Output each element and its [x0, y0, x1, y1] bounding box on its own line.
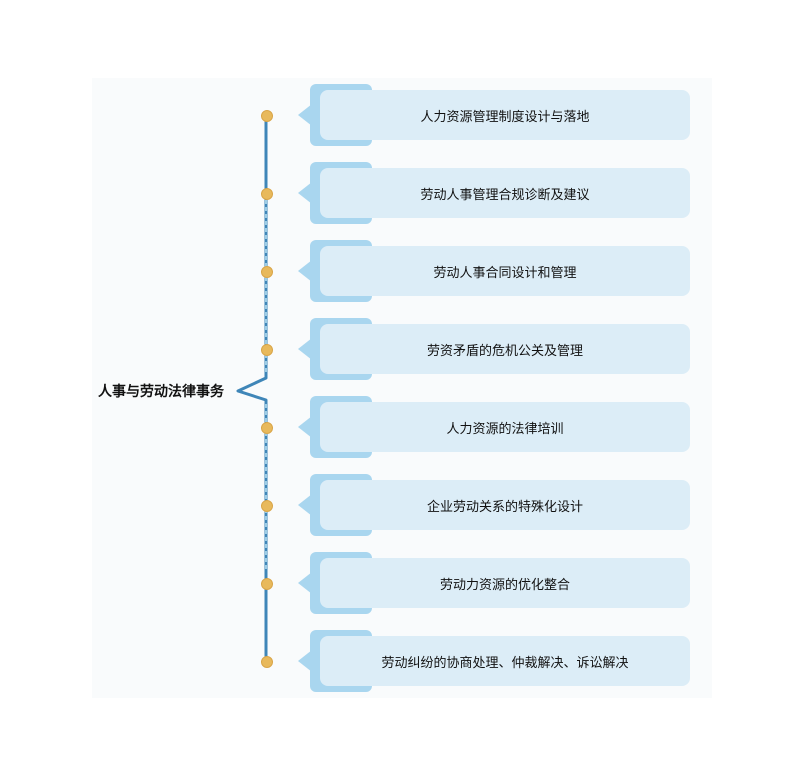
connector-node	[261, 578, 273, 590]
pointer-arrow	[298, 182, 312, 204]
connector-node	[261, 656, 273, 668]
branch-item-compliance: 劳动人事管理合规诊断及建议	[298, 162, 693, 224]
pointer-arrow	[298, 572, 312, 594]
connector-node	[261, 500, 273, 512]
branch-label: 劳资矛盾的危机公关及管理	[320, 324, 690, 374]
connector-node	[261, 188, 273, 200]
branch-label: 企业劳动关系的特殊化设计	[320, 480, 690, 530]
branch-item-crisis: 劳资矛盾的危机公关及管理	[298, 318, 693, 380]
pointer-arrow	[298, 650, 312, 672]
connector-node	[261, 266, 273, 278]
branch-item-hr-policy: 人力资源管理制度设计与落地	[298, 84, 693, 146]
connector-node	[261, 344, 273, 356]
branch-item-disputes: 劳动纠纷的协商处理、仲裁解决、诉讼解决	[298, 630, 693, 692]
branch-item-special-design: 企业劳动关系的特殊化设计	[298, 474, 693, 536]
branch-label: 劳动力资源的优化整合	[320, 558, 690, 608]
branch-item-contracts: 劳动人事合同设计和管理	[298, 240, 693, 302]
branch-label: 劳动纠纷的协商处理、仲裁解决、诉讼解决	[320, 636, 690, 686]
branch-label: 人力资源管理制度设计与落地	[320, 90, 690, 140]
pointer-arrow	[298, 104, 312, 126]
root-topic: 人事与劳动法律事务	[98, 384, 224, 400]
connector-node	[261, 110, 273, 122]
branch-item-training: 人力资源的法律培训	[298, 396, 693, 458]
branch-label: 人力资源的法律培训	[320, 402, 690, 452]
connector-node	[261, 422, 273, 434]
pointer-arrow	[298, 338, 312, 360]
branch-item-optimization: 劳动力资源的优化整合	[298, 552, 693, 614]
pointer-arrow	[298, 494, 312, 516]
branch-label: 劳动人事合同设计和管理	[320, 246, 690, 296]
pointer-arrow	[298, 416, 312, 438]
pointer-arrow	[298, 260, 312, 282]
branch-label: 劳动人事管理合规诊断及建议	[320, 168, 690, 218]
